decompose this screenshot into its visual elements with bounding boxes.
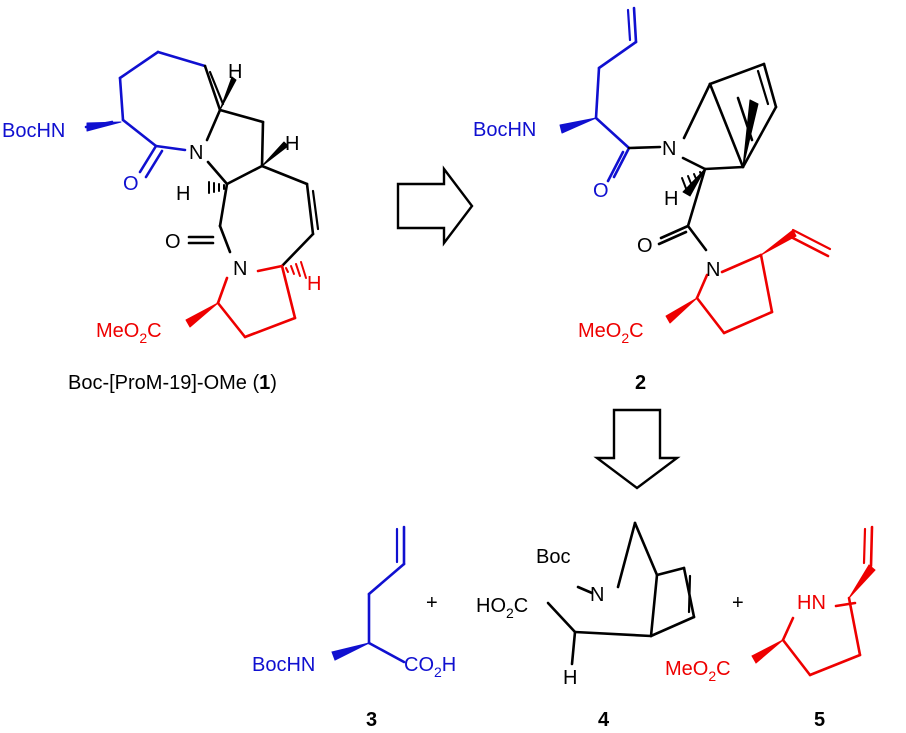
compound-1-red-ring [216,264,297,339]
compound-1-oxo-label-2: O [165,231,181,253]
compound-1-n-label-1: N [189,142,203,164]
compound-1-wedge-h1 [219,76,237,111]
compound-1-labels: BocHN O N H H H O N H MeO2C Boc-[ProM-19… [2,61,321,394]
compound-5-number: 5 [814,709,825,731]
compound-3-wedge [331,642,370,661]
compound-4-boc-label: Boc [536,546,570,568]
compound-4-labels: Boc N HO2C H 4 [476,546,610,731]
compound-2-bicycle [627,62,778,252]
plus-sign-1: + [426,592,438,614]
compound-4-structure [546,521,696,666]
compound-2-hash-h [681,171,703,192]
compound-5-structure [781,525,874,677]
compound-1-hash-h4 [285,261,307,279]
compound-1-wedge-ester [185,302,219,328]
compound-2-bochn-label: BocHN [473,119,536,141]
compound-1-oxo-label-1: O [123,173,139,195]
compound-2-wedge-vinyl [760,229,797,256]
compound-1-h-label-1: H [228,61,242,83]
retro-arrow-right [396,165,474,247]
compound-2-wedge-stub [682,168,706,197]
compound-5-wedge-ester [751,639,784,664]
compound-3-bochn-label: BocHN [252,654,315,676]
compound-2-structure [559,6,832,335]
retro-arrow-down [593,408,681,490]
compound-3-structure [367,525,406,664]
compound-1-caption: Boc-[ProM-19]-OMe (1) [68,372,277,394]
compound-2-n-label-1: N [662,138,676,160]
compound-2-red-ring [695,228,832,335]
compound-3-labels: BocHN CO2H 3 [252,654,456,731]
compound-1-h-label-4: H [307,273,321,295]
compound-2-wedge-ester [665,297,698,324]
compound-1-wedge-h2 [261,141,289,167]
compound-2-h-label-1: H [664,188,678,210]
compound-2-ester-label: MeO2C [578,320,644,346]
compound-1-n-label-2: N [233,258,247,280]
compound-5-wedge-vinyl [848,564,876,599]
compound-1-bochn-label: BocHN [2,120,65,142]
compound-4-acid-label: HO2C [476,595,528,621]
compound-1-ester-label: MeO2C [96,320,162,346]
compound-2-oxo-label-1: O [593,180,609,202]
compound-4-number: 4 [598,709,610,731]
compound-2-wedge-bochn [559,117,597,134]
compound-3-acid-label: CO2H [404,654,456,680]
compound-4-n-label: N [590,584,604,606]
compound-1-wedge-bochn [86,121,122,132]
compound-2-wedge-bridge [742,99,759,168]
compound-5-labels: HN MeO2C 5 [665,592,826,731]
compound-1-h-label-3: H [176,183,190,205]
compound-5-ester-label: MeO2C [665,658,731,684]
compound-2-number: 2 [635,372,646,394]
compound-3-number: 3 [366,709,377,731]
compound-4-h-label: H [563,667,577,689]
compound-1-blue-ring [84,50,207,179]
compound-1-black-core [187,64,320,268]
compound-2-labels: BocHN N O H O N MeO2C 2 [473,119,720,394]
plus-sign-2: + [732,592,744,614]
compound-2-oxo-label-2: O [637,235,653,257]
compound-1-hash-h3 [208,181,225,194]
compound-2-blue-chain [594,6,638,183]
compound-5-hn-label: HN [797,592,826,614]
compound-1-structure [84,50,320,339]
compound-2-n-label-2: N [706,259,720,281]
compound-1-h-label-2: H [285,133,299,155]
